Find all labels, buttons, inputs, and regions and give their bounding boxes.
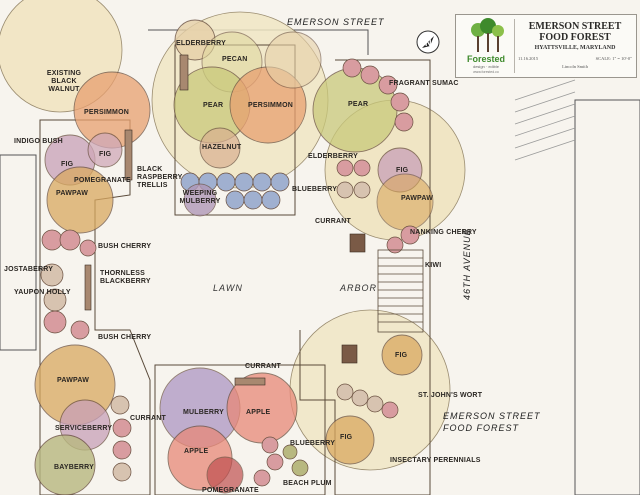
label-fig-southeast: FIG	[395, 352, 408, 359]
drawing-author: Lincoln Smith	[562, 64, 588, 69]
label-apple-south-1: APPLE	[246, 409, 271, 416]
arbor-label: ARBOR	[340, 283, 378, 293]
label-currant-east: CURRANT	[315, 218, 352, 225]
label-mulberry-south: MULBERRY	[183, 409, 225, 416]
label-nanking-cherry: NANKING CHERRY	[410, 229, 477, 236]
label-serviceberry: SERVICEBERRY	[55, 425, 113, 432]
svg-text:N: N	[425, 38, 432, 48]
pawpaw-tree-west	[46, 166, 114, 234]
label-hazelnut: HAZELNUT	[202, 144, 242, 151]
label-indigo-bush: INDIGO BUSH	[14, 138, 63, 145]
label-currant-southwest: CURRANT	[130, 415, 167, 422]
east-street-lines	[575, 99, 640, 495]
title-block-meta: 11.16.2015 SCALE: 1" = 10'-0"	[518, 56, 632, 61]
label-yaupon-holly: YAUPON HOLLY	[14, 289, 71, 296]
fig-tree-southeast	[381, 334, 423, 376]
label-pomegranate-south: POMEGRANATE	[202, 487, 259, 494]
south-bed-outline	[154, 364, 326, 495]
fig-tree-west-2	[87, 132, 123, 168]
east-bed-outline	[299, 59, 431, 495]
label-bayberry: BAYBERRY	[54, 464, 94, 471]
logo-subtitle: design · edible	[472, 64, 500, 69]
drawing-date: 11.16.2015	[518, 56, 539, 61]
east-building-outline	[574, 99, 640, 495]
site-name-line-2: FOOD FOREST	[443, 423, 519, 433]
parking-stripes	[514, 79, 576, 161]
label-existing-black-walnut: EXISTING BLACK WALNUT	[46, 70, 82, 93]
bench-east-2	[341, 344, 358, 364]
trellis-south	[234, 377, 266, 386]
label-kiwi: KIWI	[425, 262, 442, 269]
label-apple-south-2: APPLE	[184, 448, 209, 455]
label-pecan: PECAN	[222, 56, 248, 63]
label-fig-west: FIG	[61, 161, 74, 168]
pomegranate-shrub-south	[206, 456, 244, 494]
label-currant-south: CURRANT	[245, 363, 282, 370]
label-blueberry-south: BLUEBERRY	[290, 440, 336, 447]
title-line-2: FOOD FOREST	[539, 32, 611, 43]
label-bush-cherry-1: BUSH CHERRY	[98, 243, 152, 250]
site-name-label: EMERSON STREET FOOD FOREST	[443, 410, 541, 434]
trellis-north	[179, 54, 189, 91]
lawn-label: LAWN	[213, 283, 243, 293]
label-pawpaw-west: PAWPAW	[56, 190, 89, 197]
fig-tree-southeast-2	[325, 415, 375, 465]
bayberry-shrub	[34, 434, 96, 495]
site-name-line-1: EMERSON STREET	[443, 411, 541, 421]
label-black-raspberry: BLACK RASPBERRY TRELLIS	[137, 166, 183, 189]
label-weeping-mulberry: WEEPING MULBERRY	[179, 190, 221, 205]
title-block-title: EMERSON STREET FOOD FOREST	[518, 21, 632, 43]
label-thornless-blackberry: THORNLESS BLACKBERRY	[100, 270, 151, 285]
label-fig-west-2: FIG	[99, 151, 112, 158]
label-pear-east: PEAR	[348, 101, 369, 108]
label-elderberry-east: ELDERBERRY	[308, 153, 358, 160]
label-pomegranate-west: POMEGRANATE	[74, 177, 131, 184]
label-insectary-perennials: INSECTARY PERENNIALS	[390, 457, 481, 464]
label-pear-north: PEAR	[203, 102, 224, 109]
label-fig-east: FIG	[396, 167, 409, 174]
arbor-structure	[377, 249, 424, 333]
label-st-johns-wort: ST. JOHN'S WORT	[418, 392, 483, 399]
north-arrow: N	[416, 30, 440, 54]
label-persimmon-west: PERSIMMON	[84, 109, 129, 116]
logo-url: www.forested.co	[473, 70, 499, 74]
bench-east-1	[349, 233, 366, 253]
label-elderberry-north: ELDERBERRY	[176, 40, 226, 47]
trellis-thornless-blackberry	[84, 264, 92, 311]
label-persimmon-north: PERSIMMON	[248, 102, 293, 109]
label-pawpaw-east: PAWPAW	[401, 195, 434, 202]
label-fig-southeast-2: FIG	[340, 434, 353, 441]
shrub-clusters	[40, 58, 420, 487]
title-line-1: EMERSON STREET	[528, 21, 622, 32]
street-label-north: EMERSON STREET	[287, 17, 385, 27]
street-label-east: 46TH AVENUE	[462, 228, 472, 300]
label-fragrant-sumac: FRAGRANT SUMAC	[389, 80, 459, 87]
label-beach-plum: BEACH PLUM	[283, 480, 332, 487]
title-block: Forested design · edible www.forested.co…	[455, 14, 637, 78]
west-building-outline	[0, 154, 37, 351]
hazelnut-shrub	[199, 127, 241, 169]
forested-logo-icon	[471, 18, 504, 52]
logo-name: Forested	[466, 54, 505, 64]
label-pawpaw-southwest: PAWPAW	[57, 377, 90, 384]
drawing-scale: SCALE: 1" = 10'-0"	[595, 56, 632, 61]
label-jostaberry: JOSTABERRY	[4, 266, 54, 273]
label-blueberry-north: BLUEBERRY	[292, 186, 338, 193]
title-block-location: HYATTSVILLE, MARYLAND	[534, 45, 616, 51]
elderberry-tree-north-2	[264, 31, 322, 89]
title-block-divider	[514, 19, 515, 73]
label-bush-cherry-2: BUSH CHERRY	[98, 334, 152, 341]
trellis-black-raspberry	[124, 129, 133, 181]
